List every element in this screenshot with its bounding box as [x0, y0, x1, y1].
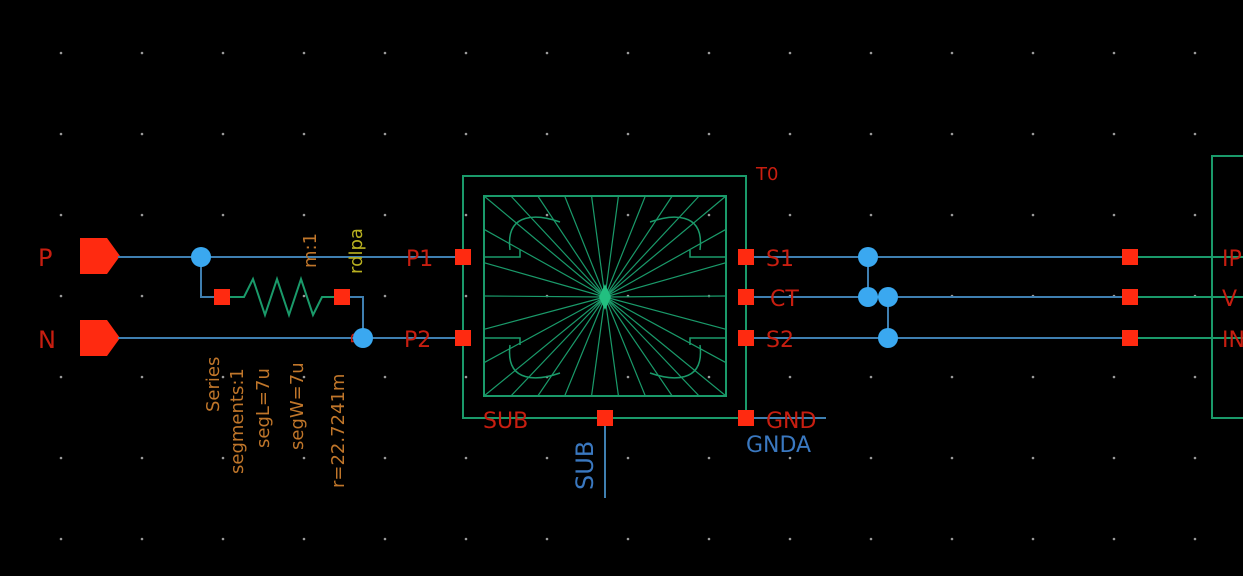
- transformer-instance-name: T0: [755, 164, 778, 185]
- transformer-pin-s2: [738, 330, 754, 346]
- block-pin-ip: [1122, 249, 1138, 265]
- transformer-pin-ct: [738, 289, 754, 305]
- right-block-outline: [1211, 155, 1243, 419]
- pin-label-ct: CT: [770, 287, 799, 312]
- block-label-ip: IP: [1222, 247, 1242, 272]
- resistor-param-segw: segW=7u: [287, 362, 308, 450]
- resistor-cell-name: rdlpa: [346, 228, 367, 274]
- transformer-center-diamond: [599, 284, 611, 310]
- port-n-shape[interactable]: [80, 320, 120, 356]
- port-p-label: P: [38, 244, 52, 272]
- wire-res-a: [200, 257, 214, 298]
- block-pin-v: [1122, 289, 1138, 305]
- right-block[interactable]: [1138, 155, 1243, 419]
- resistor-pin-a: [214, 289, 230, 305]
- junction-s2: [878, 328, 898, 348]
- wire-res-b: [349, 296, 364, 338]
- pin-squares[interactable]: [214, 249, 1138, 426]
- wires: [118, 256, 1122, 498]
- junction-ct-left: [858, 287, 878, 307]
- transformer-pin-sub: [597, 410, 613, 426]
- resistor-param-r: r=22.7241m: [328, 374, 349, 488]
- pin-label-s1: S1: [766, 247, 794, 272]
- resistor-multiplier: m:1: [300, 233, 321, 268]
- resistor-param-type: Series: [203, 357, 224, 412]
- junction-dots: [191, 247, 898, 348]
- junction-ct-right: [878, 287, 898, 307]
- transformer-outer-top: [462, 175, 747, 257]
- net-label-gnda: GNDA: [746, 433, 811, 458]
- port-n-label: N: [38, 326, 56, 354]
- net-label-sub: SUB: [571, 441, 599, 490]
- resistor-pin-b: [334, 289, 350, 305]
- pin-label-s2: S2: [766, 328, 794, 353]
- port-p-shape[interactable]: [80, 238, 120, 274]
- block-pin-in: [1122, 330, 1138, 346]
- block-label-in: IN: [1222, 328, 1243, 353]
- resistor-param-segments: segments:1: [227, 368, 248, 474]
- junction-s1: [858, 247, 878, 267]
- transformer-pin-p2: [455, 330, 471, 346]
- grid-dots: [59, 51, 1197, 541]
- resistor-param-segl: segL=7u: [253, 368, 274, 448]
- block-label-v: V: [1222, 287, 1237, 312]
- pin-label-sub: SUB: [483, 409, 528, 434]
- transformer-rays: [483, 195, 727, 397]
- pin-label-gnd: GND: [766, 409, 816, 434]
- junction-n: [353, 328, 373, 348]
- pin-label-p1: P1: [406, 247, 433, 272]
- transformer-pin-p1: [455, 249, 471, 265]
- transformer-t0[interactable]: [462, 175, 747, 419]
- junction-p: [191, 247, 211, 267]
- pin-label-p2: P2: [404, 328, 431, 353]
- resistor-zigzag[interactable]: [228, 275, 336, 319]
- transformer-pin-s1: [738, 249, 754, 265]
- transformer-pin-gnd: [738, 410, 754, 426]
